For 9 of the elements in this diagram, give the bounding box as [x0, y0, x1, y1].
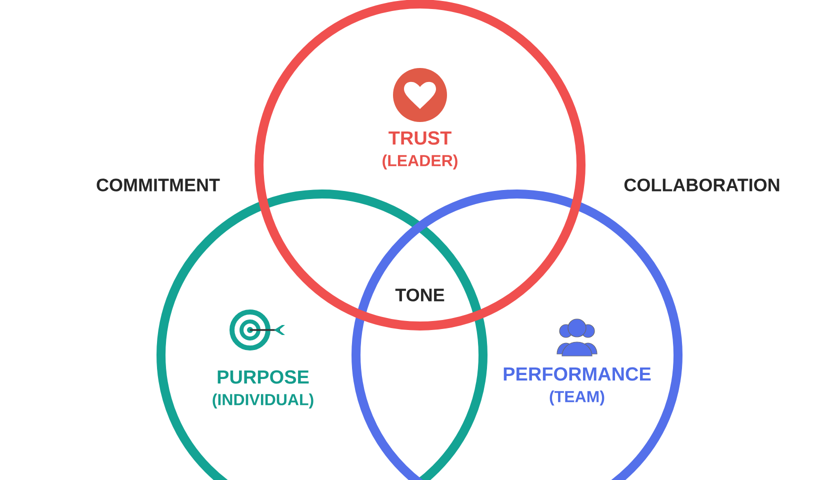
text-label: COMMITMENT	[96, 178, 220, 192]
text-label: COLLABORATION	[624, 178, 780, 192]
circle-label: TRUST	[388, 131, 452, 145]
circle-label: (INDIVIDUAL)	[212, 394, 314, 408]
circle-label: PERFORMANCE	[504, 367, 651, 381]
circle-label: (LEADER)	[382, 154, 458, 170]
circle-label: PURPOSE	[218, 370, 309, 384]
text-label: TONE	[395, 288, 444, 302]
circle-label: (TEAM)	[550, 390, 604, 406]
